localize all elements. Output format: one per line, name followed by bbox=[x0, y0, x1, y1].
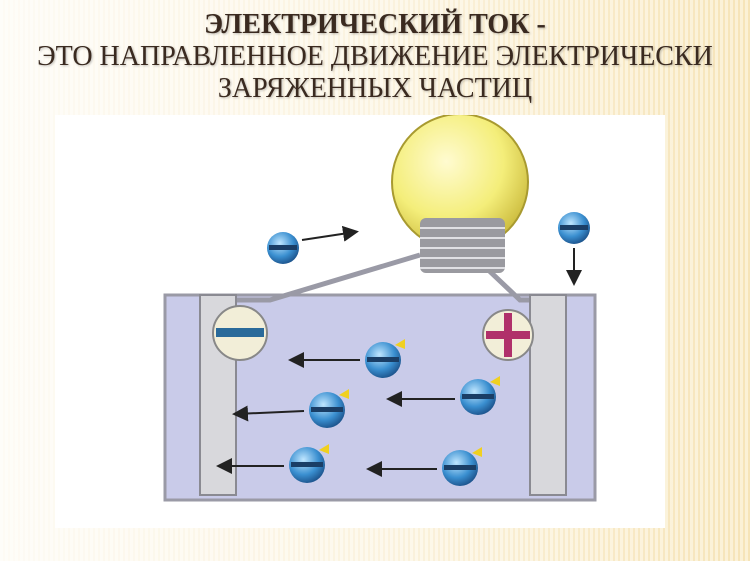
ion-icon bbox=[216, 444, 329, 483]
ion-icon bbox=[232, 389, 349, 428]
ions bbox=[216, 212, 590, 486]
ion-icon bbox=[386, 376, 500, 415]
slide-subtitle-line2: ЗАРЯЖЕННЫХ ЧАСТИЦ bbox=[217, 73, 533, 104]
ion-icon bbox=[288, 339, 405, 378]
slide-subtitle-line1: ЭТО НАПРАВЛЕННОЕ ДВИЖЕНИЕ ЭЛЕКТРИЧЕСКИ bbox=[37, 41, 713, 72]
anode-plate bbox=[529, 294, 567, 496]
ion-icon bbox=[366, 447, 482, 486]
electron-icon bbox=[267, 225, 359, 264]
slide-title: ЭЛЕКТРИЧЕСКИЙ ТОК - bbox=[204, 9, 546, 40]
cathode-sign bbox=[212, 305, 268, 361]
electrolysis-diagram: − + bbox=[55, 113, 665, 528]
electron-icon bbox=[558, 212, 590, 286]
light-bulb bbox=[391, 113, 529, 273]
anode-sign bbox=[482, 309, 534, 361]
